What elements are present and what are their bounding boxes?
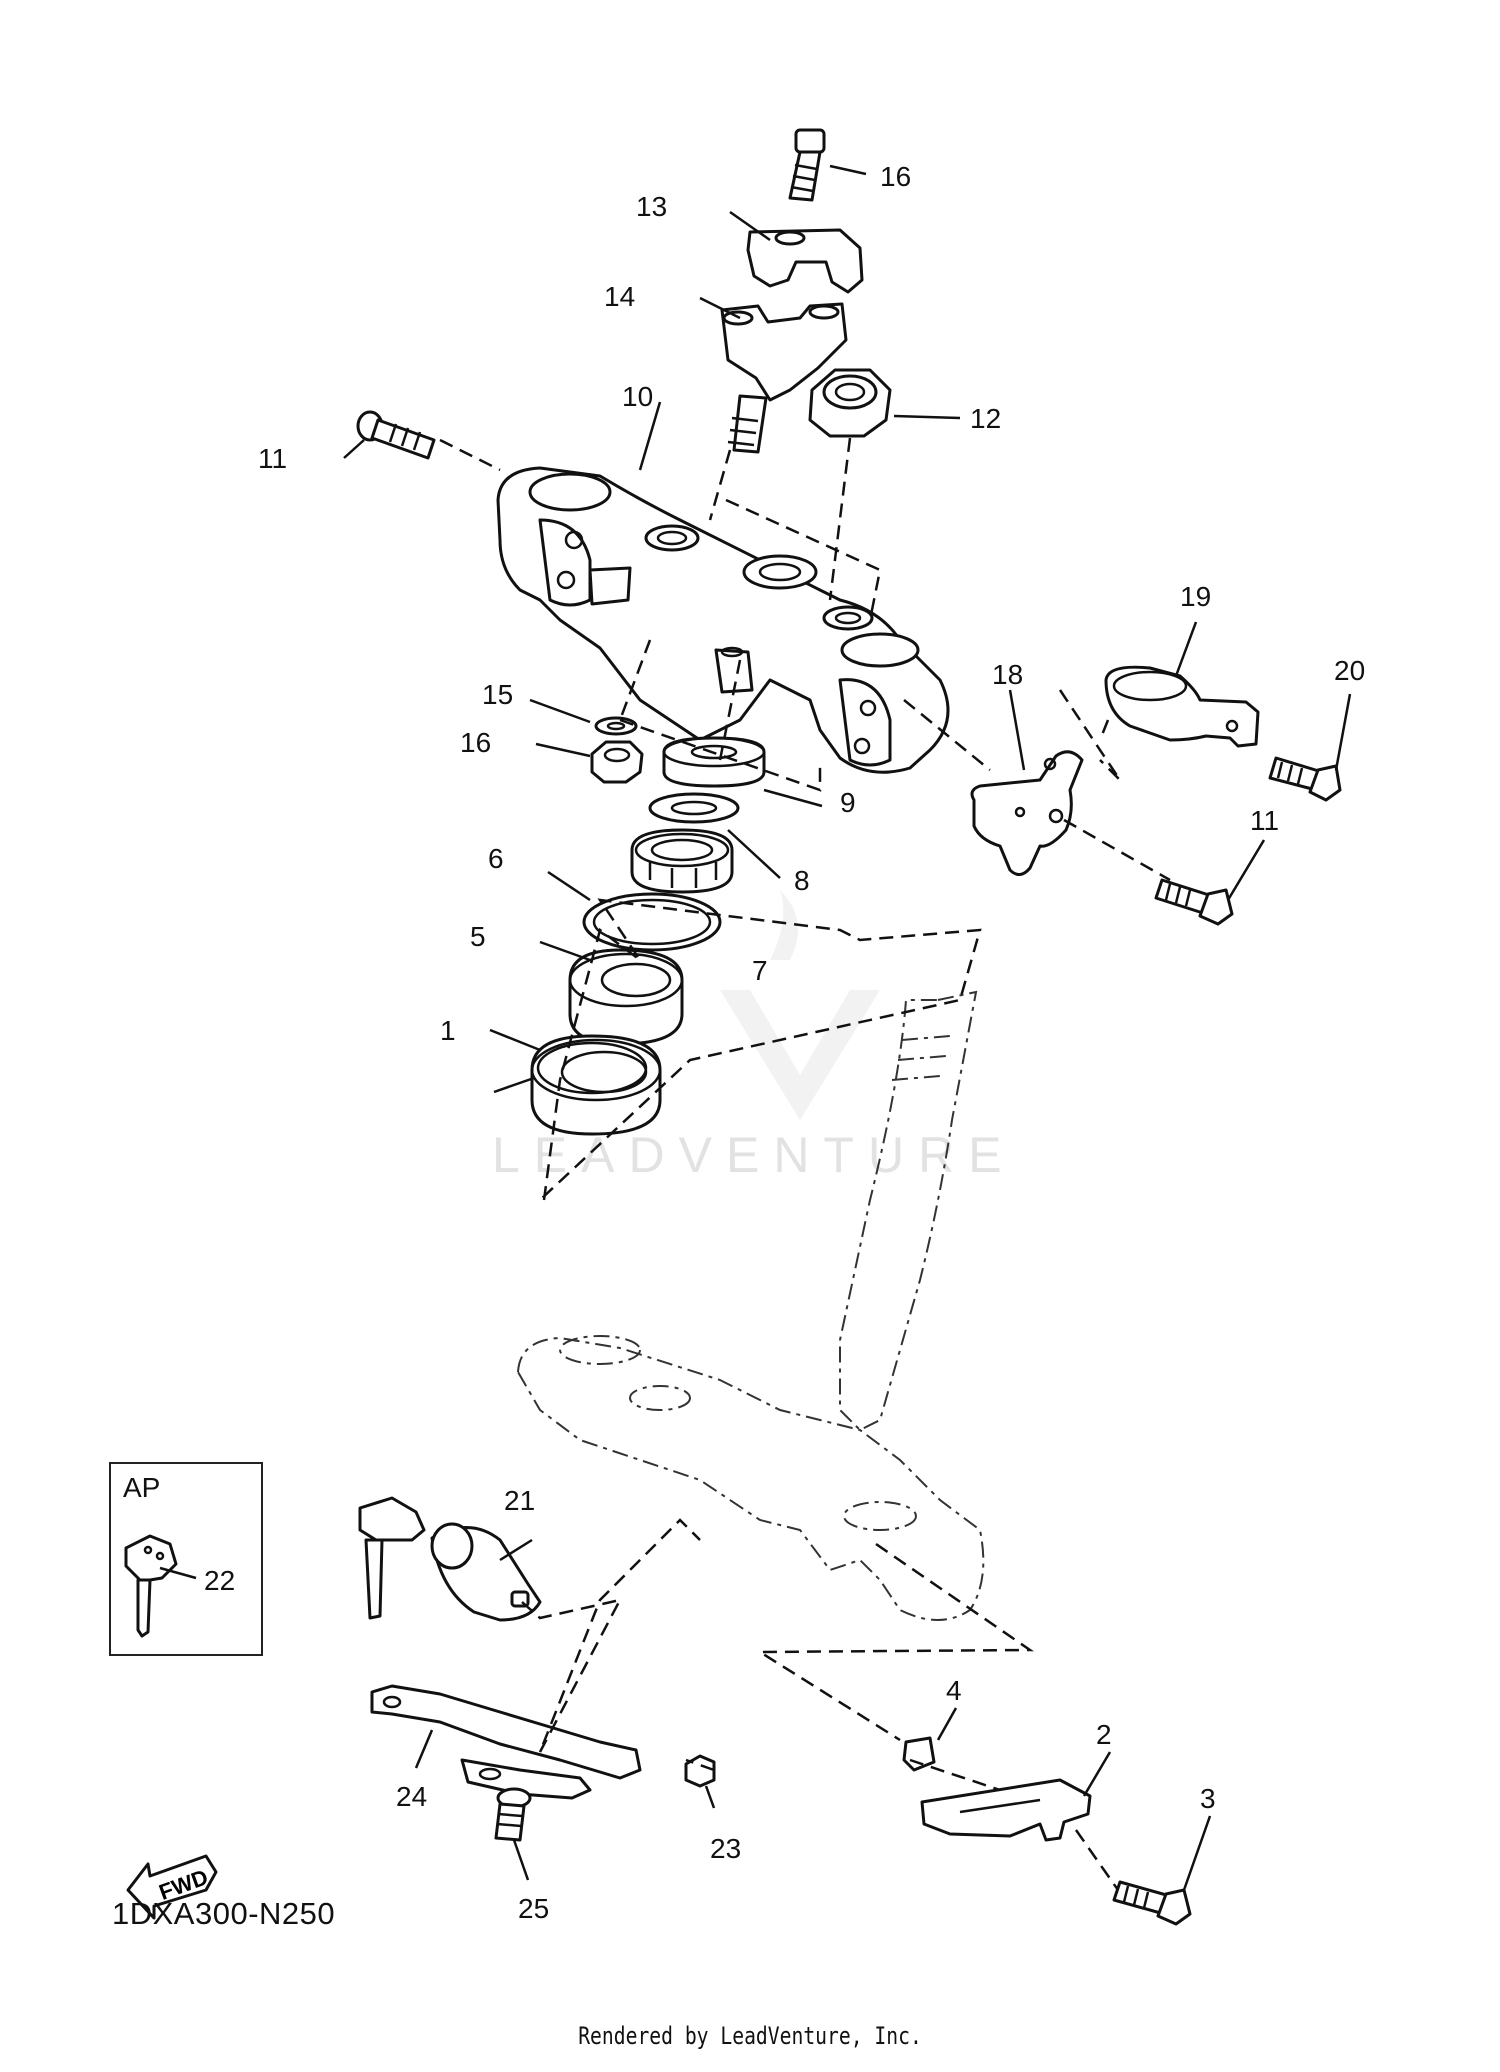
- callout-14: 14: [604, 281, 635, 312]
- part-21-steering-lock: [358, 1496, 542, 1622]
- part-6-dust-seal: [582, 892, 722, 952]
- callout-5: 5: [470, 921, 486, 952]
- callout-22: 22: [204, 1565, 235, 1596]
- callout-25: 25: [518, 1893, 549, 1924]
- part-11-bolt-right: [1154, 878, 1234, 926]
- callout-10: 10: [622, 381, 653, 412]
- part-7-ring-nut: [630, 828, 734, 894]
- part-20-bolt: [1268, 756, 1342, 802]
- callout-9: 9: [840, 787, 856, 818]
- part-18-plate: [970, 750, 1084, 876]
- callout-23: 23: [710, 1833, 741, 1864]
- callout-15: 15: [482, 679, 513, 710]
- callout-4: 4: [946, 1675, 962, 1706]
- callout-6: 6: [488, 843, 504, 874]
- callout-2: 2: [1096, 1719, 1112, 1750]
- part-10-upper-bracket: [496, 466, 950, 774]
- watermark-text: LEADVENTURE: [492, 1127, 1016, 1183]
- part-19-clamp: [1104, 665, 1260, 748]
- callout-20: 20: [1334, 655, 1365, 686]
- part-14-handlebar-holder-lower: [720, 302, 848, 454]
- part-13-handlebar-holder-upper: [746, 228, 864, 294]
- callout-12: 12: [970, 403, 1001, 434]
- part-16-nut: [590, 740, 644, 784]
- ap-inset-box: AP: [109, 1462, 263, 1656]
- part-15-washer: [594, 716, 638, 736]
- callout-19: 19: [1180, 581, 1211, 612]
- callout-3: 3: [1200, 1783, 1216, 1814]
- guide-lines: [439, 437, 1171, 1891]
- part-9-spacer: [662, 736, 766, 788]
- diagram-code: 1DXA300-N250: [112, 1896, 336, 1931]
- callout-21: 21: [504, 1485, 535, 1516]
- part-8-washer: [648, 792, 740, 824]
- part-17-bolt: [788, 128, 826, 202]
- ap-inset-label: AP: [123, 1472, 161, 1503]
- part-11-bolt-left: [356, 410, 436, 460]
- callout-17: 16: [880, 161, 911, 192]
- part-12-steering-stem-nut: [808, 368, 892, 438]
- watermark-logo: [720, 890, 880, 1120]
- steering-stem-phantom: [516, 990, 985, 1621]
- fwd-arrow-icon: [126, 1854, 218, 1920]
- part-2-stopper: [920, 1778, 1092, 1842]
- callout-11-left: 11: [258, 443, 287, 474]
- callout-8: 8: [794, 865, 810, 896]
- callout-7: 7: [752, 955, 768, 986]
- render-credit: Rendered by LeadVenture, Inc.: [578, 2022, 922, 2050]
- part-3-bolt: [1112, 1880, 1192, 1926]
- part-24-bracket: [370, 1684, 642, 1800]
- callout-16: 16: [460, 727, 491, 758]
- callout-24: 24: [396, 1781, 427, 1812]
- callout-1: 1: [440, 1015, 456, 1046]
- callout-13: 13: [636, 191, 667, 222]
- part-25-screw: [494, 1787, 532, 1842]
- callout-11-right: 11: [1250, 805, 1279, 836]
- part-23-bolt: [684, 1754, 716, 1788]
- part-4-collar: [902, 1736, 936, 1772]
- part-1-bearing-race: [530, 1034, 662, 1136]
- part-5-bearing: [568, 948, 684, 1046]
- leader-lines: [159, 164, 1352, 1891]
- callout-18: 18: [992, 659, 1023, 690]
